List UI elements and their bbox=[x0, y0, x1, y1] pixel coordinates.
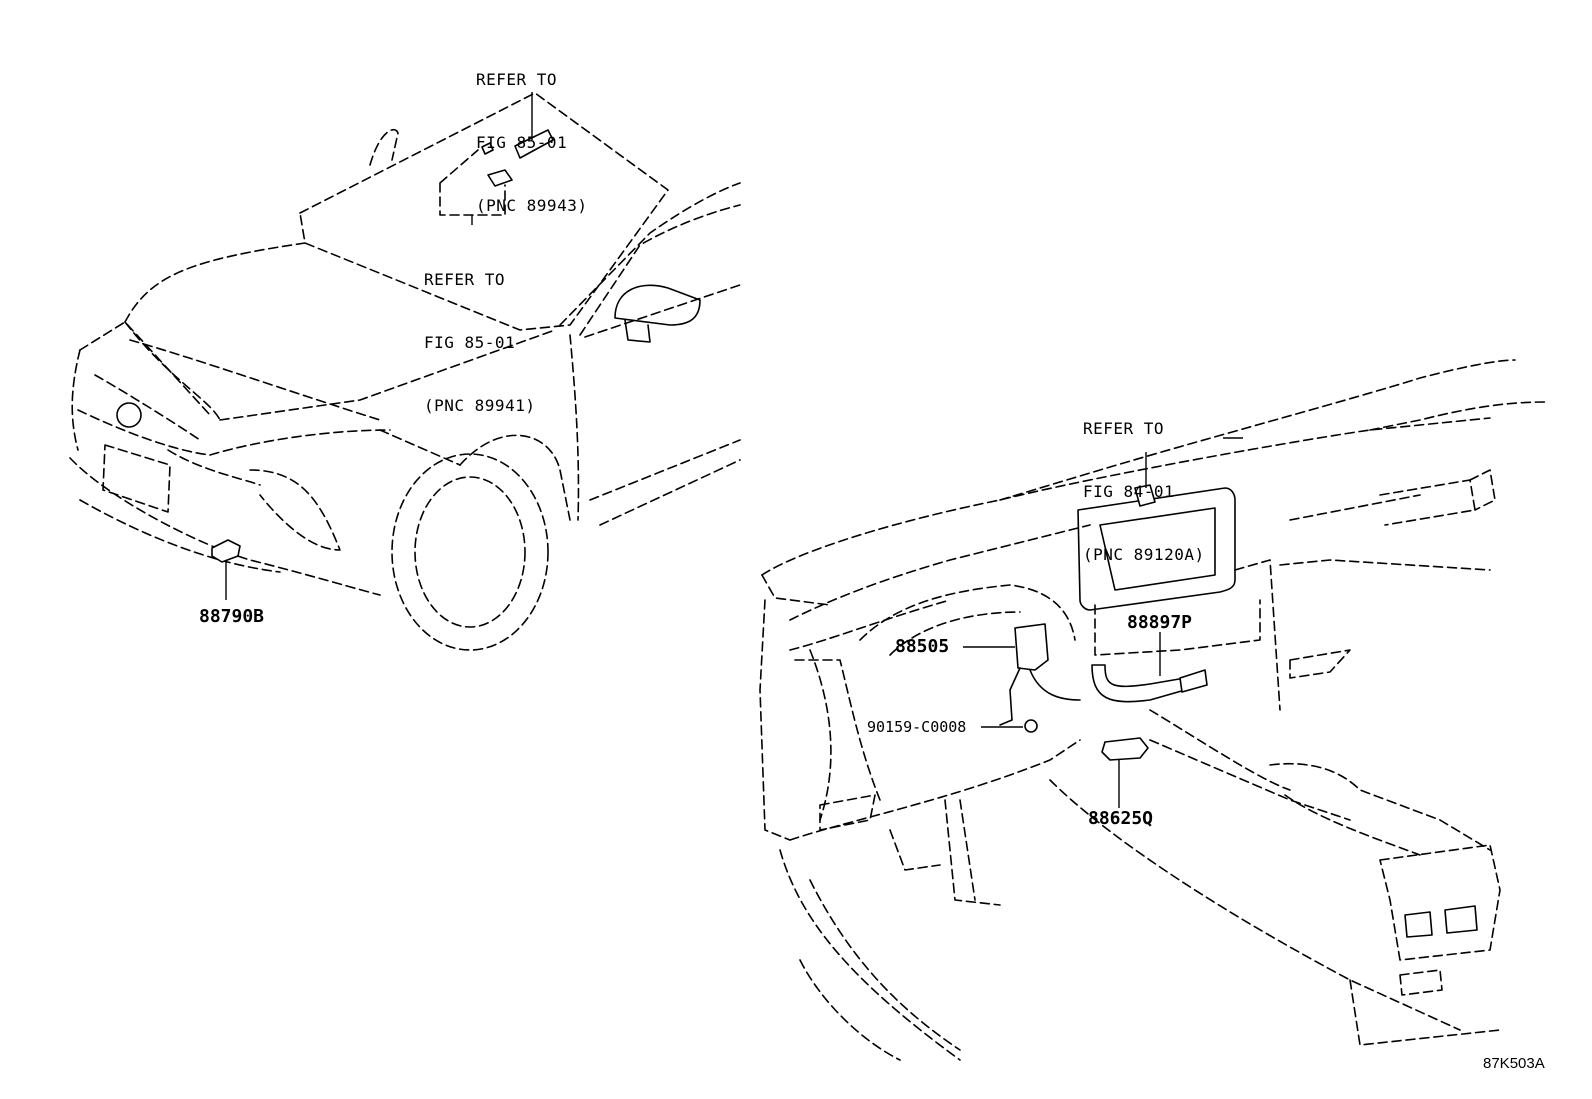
ref-89943-line2: FIG 85-01 bbox=[476, 133, 568, 152]
part-number-88625q: 88625Q bbox=[1088, 808, 1154, 829]
ref-89943: REFER TO FIG 85-01 (PNC 89943) bbox=[476, 27, 587, 237]
ref-89941-line2: FIG 85-01 bbox=[424, 333, 516, 352]
interior-dash-view bbox=[759, 359, 1546, 1061]
part-number-90159: 90159-C0008 bbox=[867, 718, 967, 736]
ref-89120a-line2: FIG 84-01 bbox=[1083, 482, 1175, 501]
ref-89941-line3: (PNC 89941) bbox=[424, 396, 536, 415]
sensor-88790b bbox=[211, 539, 241, 563]
ref-89941: REFER TO FIG 85-01 (PNC 89941) bbox=[424, 227, 535, 437]
ref-89941-line1: REFER TO bbox=[424, 270, 506, 289]
ref-89943-line3: (PNC 89943) bbox=[476, 196, 588, 215]
center-display bbox=[1077, 487, 1236, 611]
part-number-88790b: 88790B bbox=[199, 606, 265, 627]
part-88897p bbox=[1091, 664, 1186, 703]
part-88625q bbox=[1101, 737, 1149, 761]
ref-89120a-line1: REFER TO bbox=[1083, 419, 1165, 438]
part-88505 bbox=[1014, 623, 1049, 671]
vehicle-front-view bbox=[69, 92, 741, 651]
part-90159 bbox=[1024, 719, 1038, 733]
part-number-88505: 88505 bbox=[895, 636, 950, 657]
ref-89120a-line3: (PNC 89120A) bbox=[1083, 545, 1205, 564]
ref-89943-line1: REFER TO bbox=[476, 70, 558, 89]
ref-89120a: REFER TO FIG 84-01 (PNC 89120A) bbox=[1083, 376, 1205, 586]
part-number-88897p: 88897P bbox=[1127, 612, 1193, 633]
figure-code: 87K503A bbox=[1483, 1055, 1545, 1072]
